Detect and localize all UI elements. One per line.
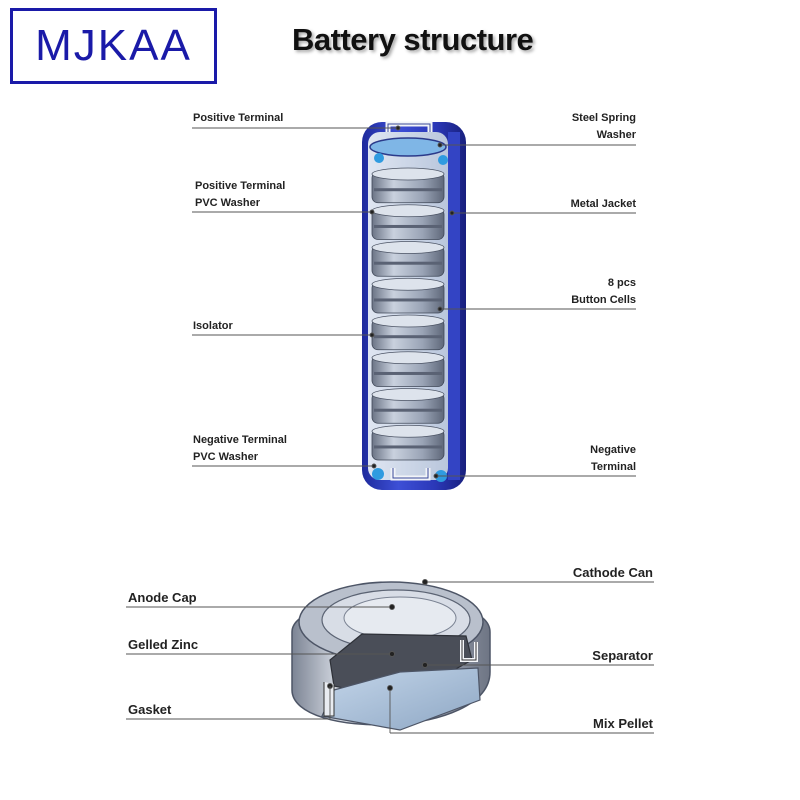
label-positive-pvc-line1: Positive Terminal [195,180,286,192]
page-title: Battery structure [292,22,534,57]
steel-spring-washer [369,121,448,165]
label-gasket: Gasket [128,702,172,717]
button-cell [371,167,445,204]
button-cell-stack [371,167,445,461]
label-negative-terminal-line1: Negative [590,444,636,456]
button-cell [371,351,445,387]
label-negative-pvc-line1: Negative Terminal [193,434,287,446]
label-button-cells-line2: Button Cells [571,294,636,306]
label-negative-terminal-line2: Terminal [590,461,636,473]
battery-leader-lines [192,125,636,479]
label-metal-jacket: Metal Jacket [570,198,636,210]
button-cell [371,424,445,461]
label-isolator: Isolator [193,320,233,332]
label-positive-pvc-line2: PVC Washer [195,197,261,209]
label-positive-terminal: Positive Terminal [193,112,284,124]
label-separator: Separator [592,648,653,663]
brand-logo: MJKAA [10,8,217,84]
button-cell [371,388,445,424]
brand-logo-text: MJKAA [35,21,192,70]
button-cell [371,204,445,240]
label-gelled-zinc: Gelled Zinc [128,637,199,652]
label-cathode-can: Cathode Can [572,565,653,580]
label-anode-cap: Anode Cap [128,590,197,605]
button-cell [371,314,445,351]
label-steel-spring-line2: Washer [596,129,636,141]
negative-terminal-washer [372,468,447,482]
label-negative-pvc-line2: PVC Washer [193,451,259,463]
cell-leader-lines [126,579,654,734]
button-cell-cutaway [291,581,491,731]
button-cell [371,241,445,277]
label-button-cells-line1: 8 pcs [607,277,636,289]
label-mix-pellet: Mix Pellet [593,716,653,731]
label-steel-spring-line1: Steel Spring [571,112,636,124]
button-cell [371,277,445,314]
